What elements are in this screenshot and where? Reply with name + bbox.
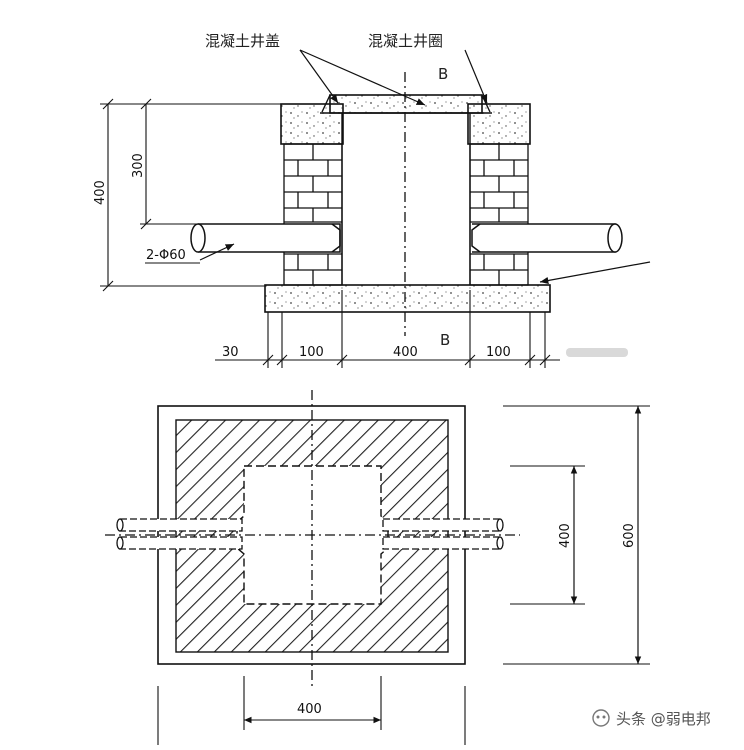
brick-wall-left (283, 143, 343, 286)
watermark: 头条 @弱电邦 (592, 700, 740, 736)
dim-height-upper: 300 (131, 153, 146, 178)
section-view: 混凝土井盖 混凝土井圈 B B 2-Φ60 400 300 (93, 32, 651, 368)
dim-plan-inner-width: 400 (297, 702, 322, 717)
section-mark-top: B (438, 65, 448, 83)
plan-vertical-dims (503, 405, 650, 665)
dim-wall-left: 100 (299, 345, 324, 360)
label-concrete-cover: 混凝土井盖 (205, 32, 280, 50)
pipe-left (190, 223, 341, 253)
faded-smudge (566, 348, 628, 357)
section-vertical-dims (100, 98, 284, 292)
section-mark-bottom: B (440, 331, 450, 349)
section-horizontal-dims (215, 290, 560, 368)
pipe-right (471, 223, 623, 253)
watermark-text: 头条 @弱电邦 (616, 709, 711, 728)
toutiao-logo-icon (592, 709, 610, 727)
plan-horizontal-dims (157, 676, 466, 745)
dim-plan-inner-height: 400 (558, 523, 573, 548)
plan-pipe-left (116, 518, 243, 550)
dim-inner-width: 400 (393, 345, 418, 360)
dim-wall-right: 100 (486, 345, 511, 360)
dim-base-offset: 30 (222, 345, 239, 360)
foundation-slab (264, 284, 551, 313)
brick-wall-right (469, 143, 529, 286)
plan-pipe-right (382, 518, 504, 550)
dim-height-total: 400 (93, 180, 108, 205)
label-pipe-spec: 2-Φ60 (146, 248, 186, 263)
cover-plate (329, 94, 483, 114)
plan-view: 600 400 400 (105, 390, 650, 745)
label-concrete-ring: 混凝土井圈 (368, 32, 443, 50)
dim-plan-outer-height: 600 (622, 523, 637, 548)
